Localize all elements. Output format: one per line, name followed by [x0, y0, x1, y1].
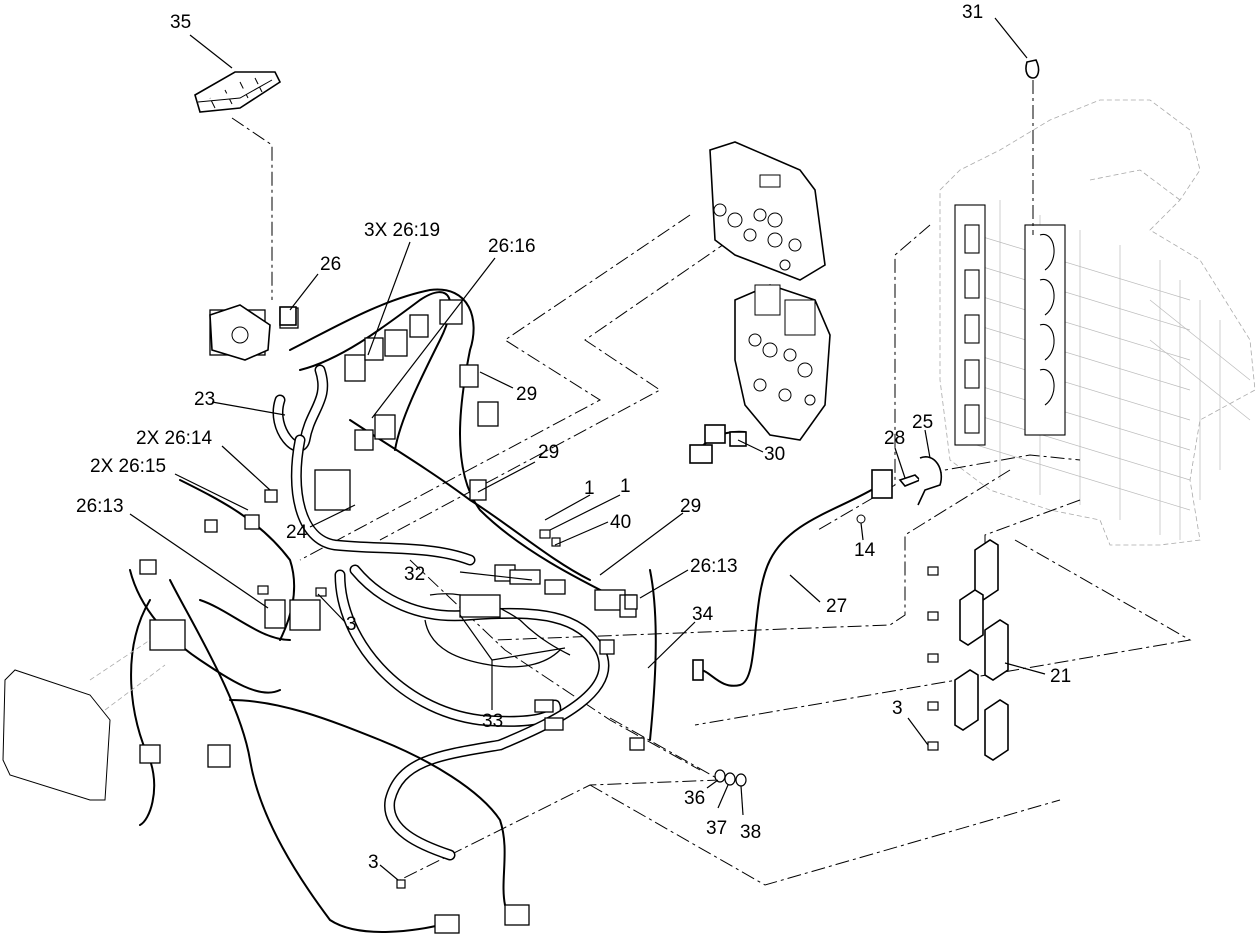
- callout-1-b: 1: [620, 476, 631, 497]
- leader-lines: [129, 17, 1046, 881]
- hydraulic-valve: [734, 284, 831, 441]
- reference-lines: [231, 80, 1192, 886]
- callout-29-right: 29: [680, 496, 701, 517]
- machine-frame: [939, 99, 1256, 546]
- callout-3-a: 3: [346, 614, 357, 635]
- part-21-brackets: [927, 539, 1009, 761]
- hardware-36-37-38: [257, 529, 747, 889]
- part-31-clip: [1025, 59, 1040, 79]
- callout-3x-26-19: 3X 26:19: [364, 220, 440, 241]
- control-panel: [709, 141, 826, 281]
- main-harness: [129, 288, 657, 934]
- callout-37: 37: [706, 818, 727, 839]
- callout-23: 23: [194, 389, 215, 410]
- part-35-cover: [194, 71, 282, 113]
- part-32-battery-box: [459, 594, 501, 618]
- callout-26: 26: [320, 254, 341, 275]
- callout-14: 14: [854, 540, 876, 561]
- callout-29-mid: 29: [538, 442, 559, 463]
- callout-3-c: 3: [368, 852, 379, 873]
- callout-2x-26-15: 2X 26:15: [90, 456, 166, 477]
- callout-31: 31: [962, 2, 983, 23]
- callout-29-top: 29: [516, 384, 537, 405]
- part-30-harness: [689, 424, 747, 464]
- callout-40: 40: [610, 512, 631, 533]
- callout-33: 33: [482, 711, 503, 732]
- callout-24: 24: [286, 522, 308, 543]
- callout-25: 25: [912, 412, 933, 433]
- callout-36: 36: [684, 788, 705, 809]
- callout-21: 21: [1050, 666, 1071, 687]
- callout-27: 27: [826, 596, 847, 617]
- callout-28: 28: [884, 428, 905, 449]
- callout-30: 30: [764, 444, 785, 465]
- callout-3-b: 3: [892, 698, 903, 719]
- callout-34: 34: [692, 604, 714, 625]
- callout-38: 38: [740, 822, 761, 843]
- callout-26-13-right: 26:13: [690, 556, 738, 577]
- part-26-sensor: [209, 304, 297, 361]
- callout-26-16: 26:16: [488, 236, 536, 257]
- callout-26-13-left: 26:13: [76, 496, 124, 517]
- callout-35: 35: [170, 12, 191, 33]
- callout-32: 32: [404, 564, 425, 585]
- parts-28-25-14: [856, 456, 942, 524]
- callout-2x-26-14: 2X 26:14: [136, 428, 212, 449]
- callouts: 35 31 3X 26:19 26:16 26 29 23 2X 26:14 2…: [76, 2, 1071, 873]
- display-screen: [2, 639, 166, 801]
- part-27-cable: [692, 469, 893, 687]
- callout-1-a: 1: [584, 478, 595, 499]
- valve-stack: [954, 204, 1066, 446]
